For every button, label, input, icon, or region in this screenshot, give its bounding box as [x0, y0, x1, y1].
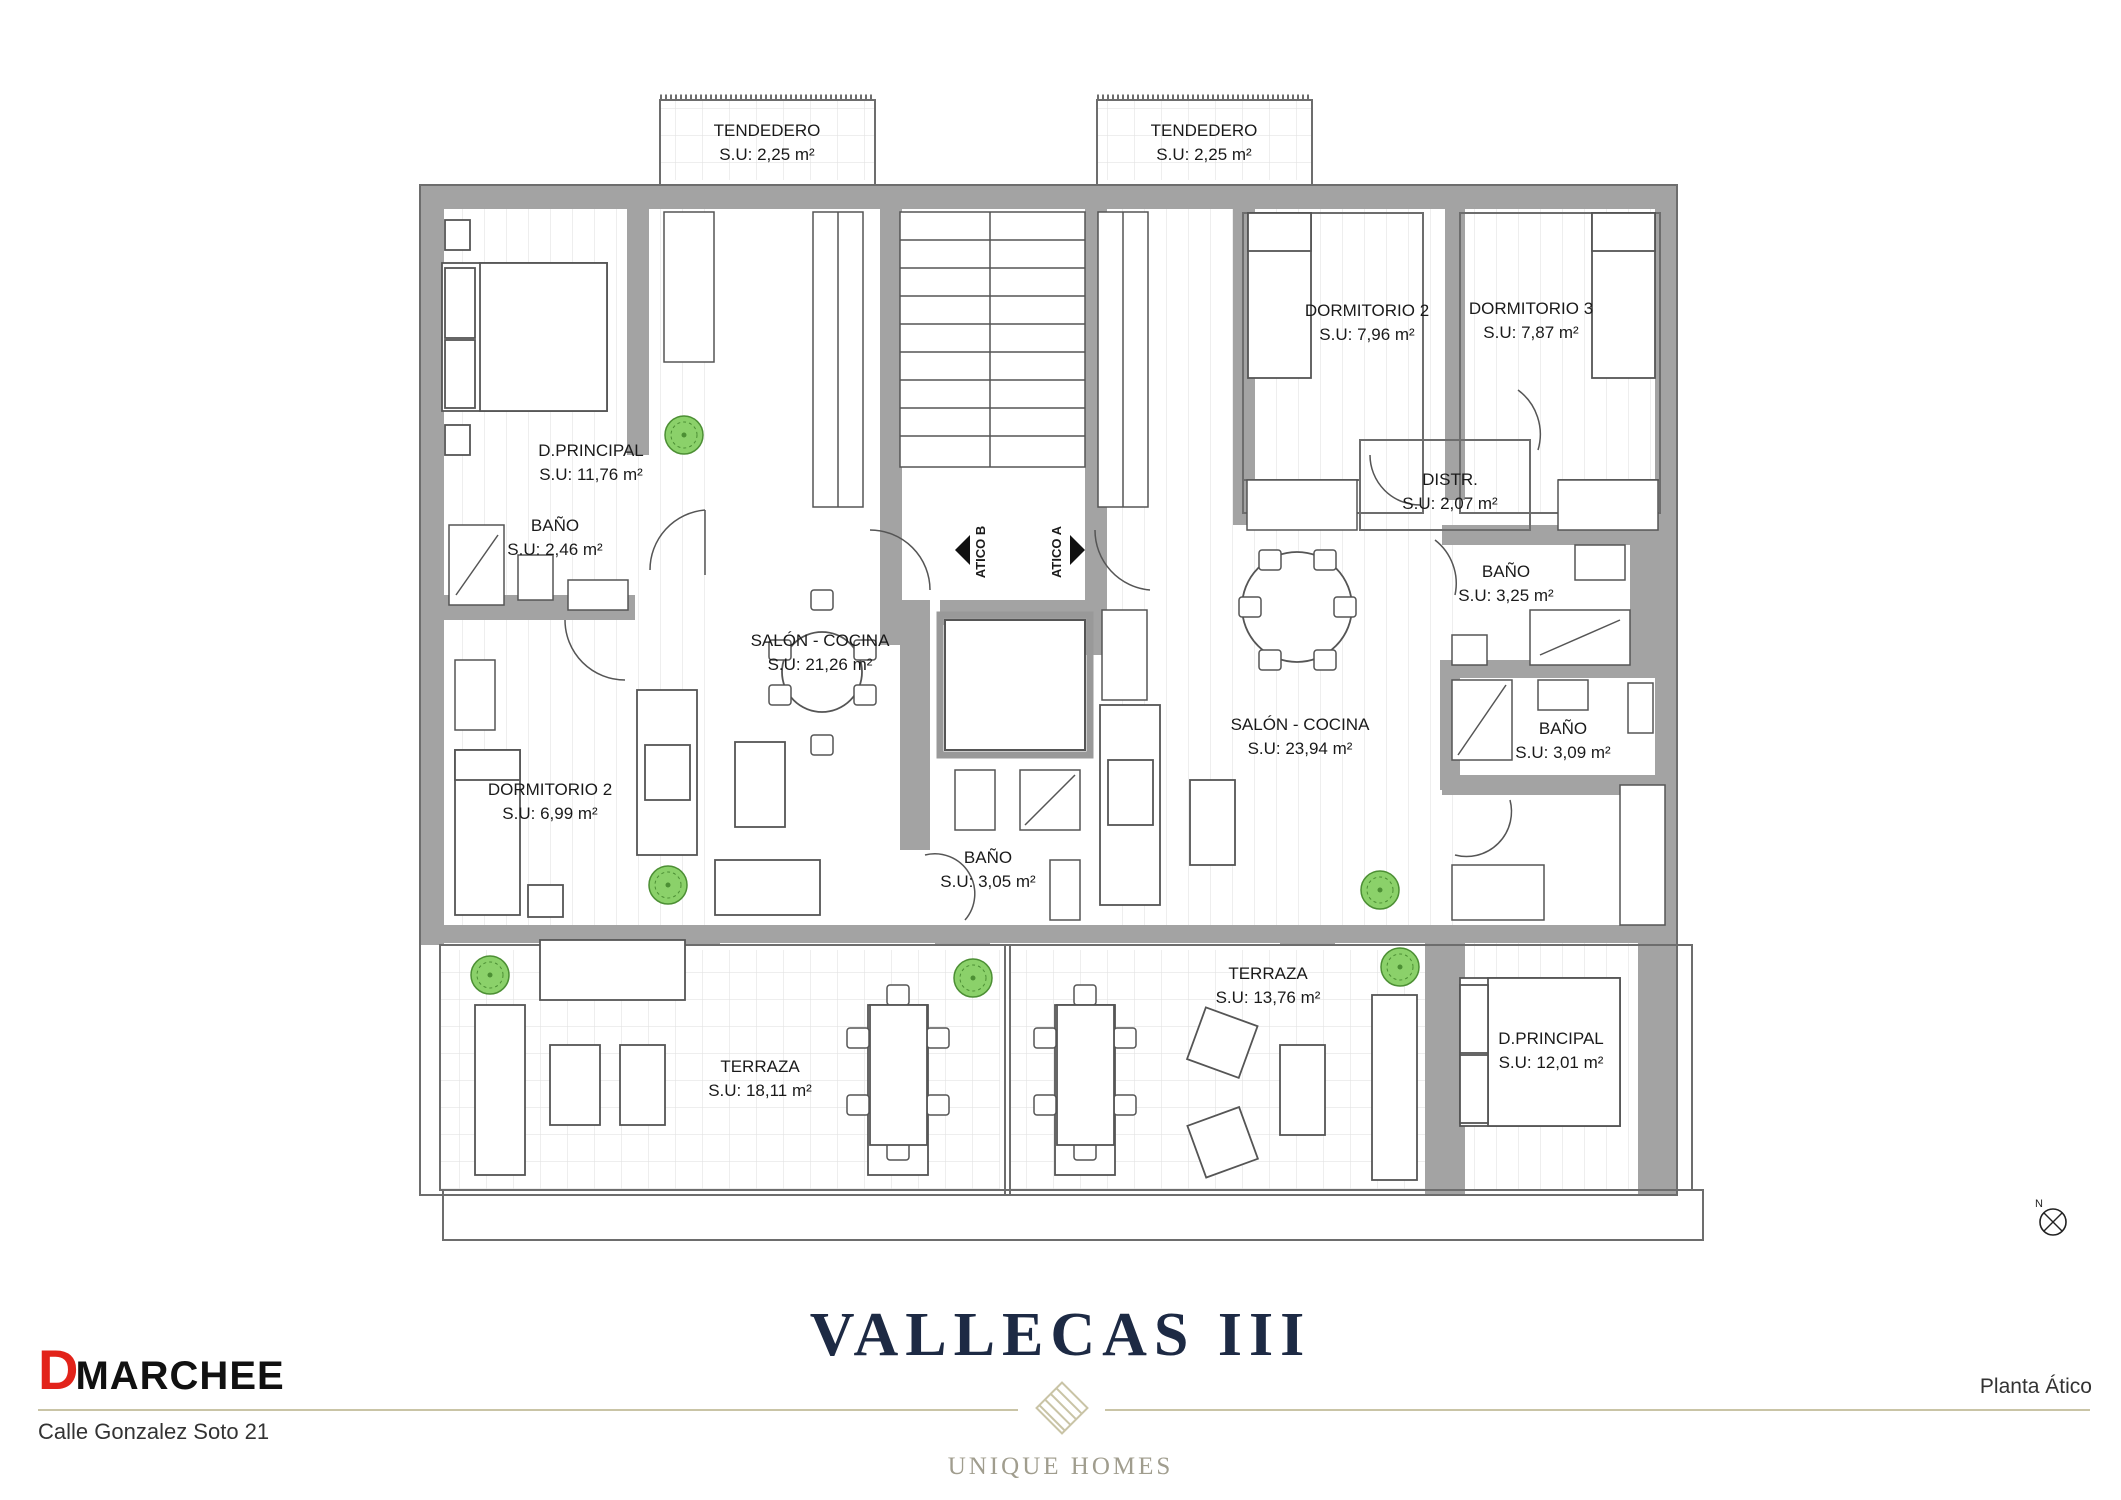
room-name: TERRAZA	[720, 1057, 800, 1076]
room-name: BAÑO	[964, 848, 1012, 867]
room-area: S.U: 7,87 m²	[1483, 323, 1579, 342]
address-text: Calle Gonzalez Soto 21	[38, 1419, 270, 1444]
company-logo: DMARCHEE	[38, 1337, 285, 1402]
room-area: S.U: 12,01 m²	[1499, 1053, 1604, 1072]
project-title: VALLECAS III	[809, 1301, 1312, 1369]
room-name: DORMITORIO 2	[1305, 301, 1429, 320]
room-name: BAÑO	[1482, 562, 1530, 581]
room-area: S.U: 6,99 m²	[502, 804, 598, 823]
room-area: S.U: 23,94 m²	[1248, 739, 1353, 758]
room-name: BAÑO	[1539, 719, 1587, 738]
room-area: S.U: 2,25 m²	[1156, 145, 1252, 164]
project-subtitle: UNIQUE HOMES	[947, 1453, 1174, 1480]
staircase	[899, 211, 1094, 759]
compass-north-label: N	[2035, 1198, 2043, 1210]
floor-plan: ATICO B ATICO A TENDEDERO S.U: 2,25 m² T…	[419, 94, 1704, 1241]
room-name: DISTR.	[1422, 470, 1478, 489]
room-area: S.U: 2,07 m²	[1402, 494, 1498, 513]
room-name: DORMITORIO 2	[488, 780, 612, 799]
room-area: S.U: 13,76 m²	[1216, 988, 1321, 1007]
doors	[564, 389, 1542, 921]
living-furniture	[474, 551, 1418, 1181]
beds	[441, 212, 1656, 1127]
room-name: SALÓN - COCINA	[751, 631, 891, 650]
room-name: TERRAZA	[1228, 964, 1308, 983]
floor-level-text: Planta Ático	[1979, 1375, 2092, 1398]
room-area: S.U: 2,25 m²	[719, 145, 815, 164]
dining-tables	[869, 1004, 1115, 1146]
bath-fixtures	[448, 524, 1654, 921]
north-compass-icon: N	[2027, 1196, 2071, 1245]
room-labels: TENDEDERO S.U: 2,25 m² TENDEDERO S.U: 2,…	[488, 121, 1611, 1100]
room-name: DORMITORIO 3	[1469, 299, 1593, 318]
logo-text: MARCHEE	[75, 1354, 285, 1398]
room-area: S.U: 21,26 m²	[768, 655, 873, 674]
unit-markers: ATICO B ATICO A	[955, 525, 1085, 578]
atico-a-label: ATICO A	[1049, 525, 1064, 578]
room-area: S.U: 3,05 m²	[940, 872, 1036, 891]
room-name: TENDEDERO	[1151, 121, 1258, 140]
room-name: D.PRINCIPAL	[1498, 1029, 1604, 1048]
room-area: S.U: 18,11 m²	[708, 1081, 812, 1100]
atico-b-label: ATICO B	[973, 526, 988, 578]
room-name: SALÓN - COCINA	[1231, 715, 1371, 734]
room-area: S.U: 11,76 m²	[539, 465, 643, 484]
logo-initial: D	[38, 1338, 80, 1401]
diamond-emblem-icon	[1030, 1376, 1094, 1445]
room-name: BAÑO	[531, 516, 579, 535]
room-area: S.U: 7,96 m²	[1319, 325, 1415, 344]
room-area: S.U: 3,25 m²	[1458, 586, 1554, 605]
wardrobes	[454, 211, 1666, 926]
room-area: S.U: 2,46 m²	[507, 540, 603, 559]
divider-right	[1105, 1409, 2090, 1411]
room-area: S.U: 3,09 m²	[1515, 743, 1611, 762]
divider-left	[38, 1409, 1018, 1411]
room-name: TENDEDERO	[714, 121, 821, 140]
room-name: D.PRINCIPAL	[538, 441, 644, 460]
